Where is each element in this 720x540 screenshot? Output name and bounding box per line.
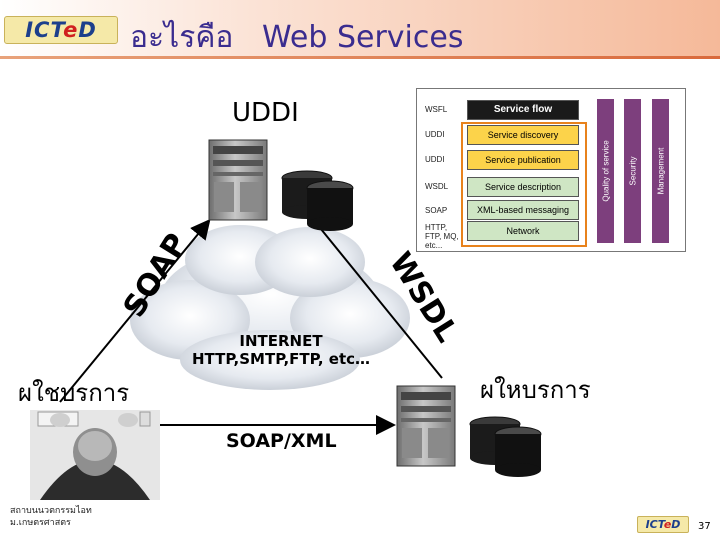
stack-label-uddi-2: UDDI [425,155,445,164]
uddi-node-label: UDDI [232,98,299,128]
edge-soap [59,218,211,403]
stack-label-soap: SOAP [425,206,448,215]
provider-server [396,385,542,477]
web-services-stack: WSFL Service flow UDDI Service discovery… [416,88,686,252]
footer-logo-ict: ICT [645,518,664,531]
logo-ict: ICT [25,18,64,42]
header-bar [0,0,720,58]
stack-bar-management: Management [652,99,669,243]
stack-box-service-flow: Service flow [467,100,579,120]
stack-bar-management-label: Management [656,147,665,195]
stack-box-service-publication: Service publication [467,150,579,170]
stack-box-xml-messaging: XML-based messaging [467,200,579,220]
footer-logo-e: e [663,518,672,531]
provider-label: ผใหบรการ [480,376,591,404]
footer-institution: สถาบนนวตกรรมไอท ม.เกษตรศาสตร [10,505,92,529]
footer-line2: ม.เกษตรศาสตร [10,518,71,528]
internet-label: INTERNET HTTP,SMTP,FTP, etc… [176,332,386,368]
stack-label-uddi-1: UDDI [425,130,445,139]
ictd-logo: ICTeD [4,16,118,44]
logo-e: e [63,18,79,42]
stack-label-wsfl: WSFL [425,105,448,114]
stack-bar-quality-label: Quality of service [601,140,610,202]
footer-line1: สถาบนนวตกรรมไอท [10,506,92,516]
stack-bar-security: Security [624,99,641,243]
page-number: 37 [698,521,711,532]
stack-box-service-discovery: Service discovery [467,125,579,145]
stack-highlight-frame [461,122,587,247]
stack-label-network: HTTP, FTP, MQ, etc... [425,223,459,250]
footer-ictd-logo: ICTeD [637,516,689,533]
uddi-server [208,139,354,231]
internet-cloud [130,225,410,390]
stack-bar-security-label: Security [628,156,637,186]
stack-bar-quality: Quality of service [597,99,614,243]
stack-box-service-description: Service description [467,177,579,197]
internet-line1: INTERNET [239,332,323,350]
consumer-label: ผใชบรการ [18,379,130,407]
edge-wsdl [294,199,443,379]
soap-xml-label: SOAP/XML [226,430,337,452]
stack-box-network: Network [467,221,579,241]
internet-line2: HTTP,SMTP,FTP, etc… [191,350,371,368]
slide-title: อะไรคือ Web Services [130,20,464,55]
consumer-user-figure [30,410,160,500]
logo-d: D [78,18,97,42]
stack-label-wsdl: WSDL [425,182,449,191]
header-divider [0,56,720,59]
footer-logo-d: D [671,518,681,531]
